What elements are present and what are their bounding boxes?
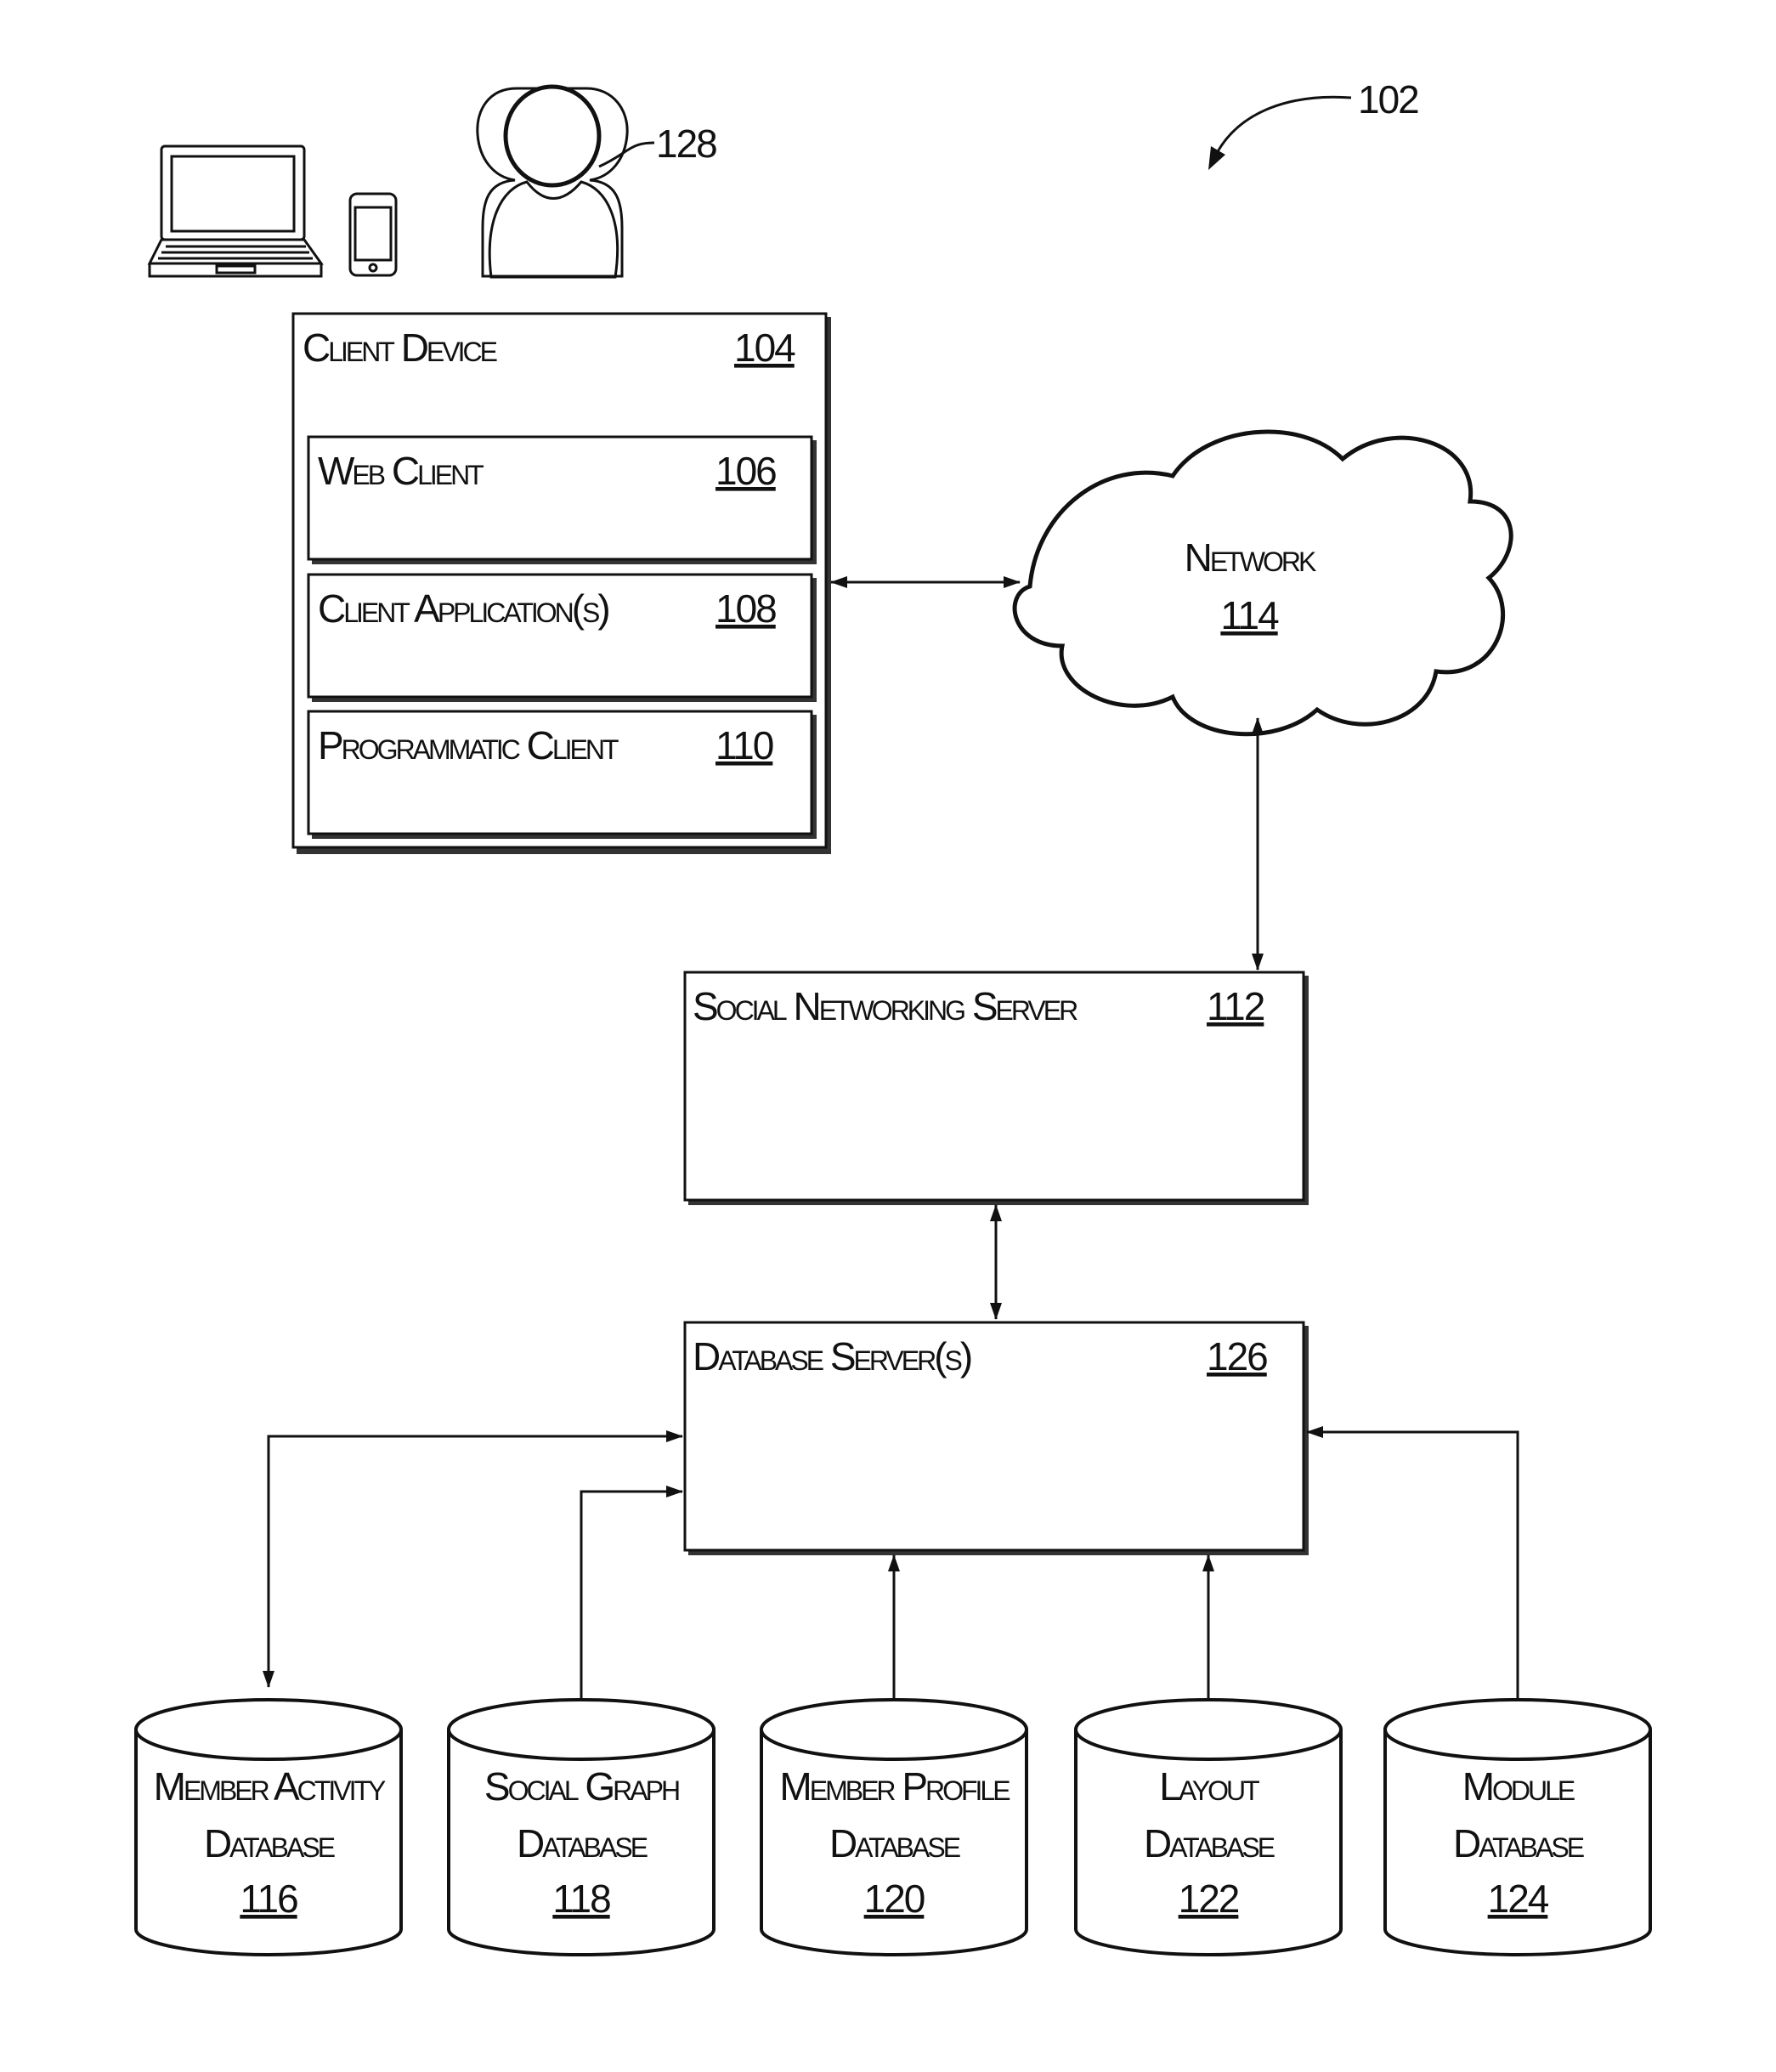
programmatic-client-box: Programmatic Client 110	[308, 711, 817, 839]
database-server-ref: 126	[1207, 1334, 1267, 1379]
database-social-graph: Social Graph Database 118	[449, 1700, 714, 1955]
programmatic-client-ref: 110	[715, 723, 773, 767]
database-module: Module Database 124	[1385, 1700, 1650, 1955]
member-activity-line2: Database	[204, 1821, 335, 1865]
network-label: Network	[1185, 535, 1316, 580]
web-client-box: Web Client 106	[308, 437, 817, 564]
client-applications-box: Client Application(s) 108	[308, 575, 817, 702]
layout-line2: Database	[1144, 1821, 1275, 1865]
social-graph-line1: Social Graph	[484, 1764, 679, 1809]
database-member-activity: Member Activity Database 116	[136, 1700, 401, 1955]
phone-icon	[350, 194, 396, 275]
social-graph-ref: 118	[552, 1877, 610, 1921]
member-profile-line1: Member Profile	[779, 1764, 1010, 1809]
member-activity-connector	[269, 1436, 682, 1687]
database-layout: Layout Database 122	[1076, 1700, 1341, 1955]
member-profile-line2: Database	[829, 1821, 960, 1865]
layout-ref: 122	[1179, 1877, 1239, 1921]
social-graph-connector	[581, 1492, 682, 1730]
member-profile-ref: 120	[864, 1877, 925, 1921]
database-member-profile: Member Profile Database 120	[761, 1700, 1027, 1955]
figure-reference: 102	[1208, 77, 1418, 170]
user-icon: 128	[478, 87, 716, 277]
module-connector	[1307, 1432, 1518, 1730]
figure-ref-number: 102	[1358, 77, 1418, 122]
database-server-label: Database Server(s)	[693, 1334, 971, 1379]
social-networking-server-label: Social Networking Server	[693, 984, 1077, 1028]
client-applications-ref: 108	[715, 586, 776, 631]
social-networking-server-ref: 112	[1207, 984, 1264, 1028]
network-ref: 114	[1220, 593, 1279, 637]
module-line1: Module	[1462, 1764, 1575, 1809]
module-line2: Database	[1453, 1821, 1584, 1865]
social-networking-server-box: Social Networking Server 112	[685, 972, 1309, 1205]
member-activity-ref: 116	[240, 1877, 297, 1921]
member-activity-line1: Member Activity	[154, 1764, 386, 1809]
laptop-icon	[150, 146, 321, 276]
client-device-label: Client Device	[303, 326, 497, 370]
programmatic-client-label: Programmatic Client	[318, 723, 619, 767]
client-device-box: Client Device 104 Web Client 106 Client …	[293, 314, 831, 854]
module-ref: 124	[1488, 1877, 1549, 1921]
user-ref-number: 128	[656, 122, 716, 166]
web-client-label: Web Client	[318, 449, 484, 493]
database-server-box: Database Server(s) 126	[685, 1322, 1309, 1555]
layout-line1: Layout	[1159, 1764, 1259, 1809]
client-applications-label: Client Application(s)	[318, 586, 608, 631]
social-graph-line2: Database	[517, 1821, 648, 1865]
network-cloud: Network 114	[1015, 432, 1511, 734]
web-client-ref: 106	[715, 449, 776, 493]
client-device-ref: 104	[734, 326, 795, 370]
